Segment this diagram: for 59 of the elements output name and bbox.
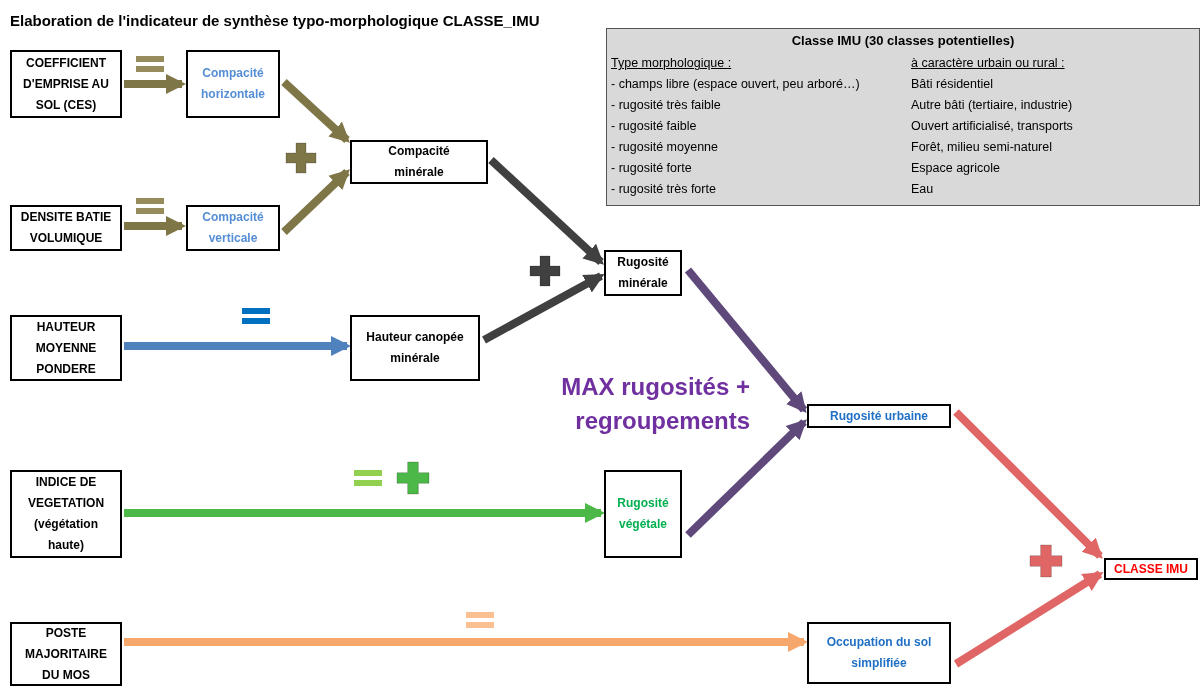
box-label: CLASSE IMU <box>1114 560 1188 578</box>
indicator-box <box>604 470 682 558</box>
box-label: COEFFICIENT D'EMPRISE AU SOL (CES) <box>22 54 110 114</box>
block-arrow <box>482 272 605 344</box>
indicator-box <box>10 470 122 558</box>
box-label: Compacité horizontale <box>200 65 266 103</box>
block-arrow <box>124 503 605 523</box>
indicator-box <box>604 250 682 296</box>
box-label: Compacité minérale <box>387 143 451 181</box>
box-label: POSTE MAJORITAIRE DU MOS <box>24 624 108 684</box>
class-item: Bâti résidentiel <box>911 76 994 94</box>
box-label: DENSITE BATIE VOLUMIQUE <box>19 209 113 247</box>
column-heading: à caractère urbain ou rural : <box>911 55 1066 73</box>
indicator-box <box>10 622 122 686</box>
indicator-box <box>1104 558 1198 580</box>
class-item: - rugosité faible <box>611 118 698 136</box>
block-arrow <box>281 79 350 143</box>
class-item: Forêt, milieu semi-naturel <box>911 139 1053 157</box>
box-label: HAUTEUR MOYENNE PONDERE <box>34 318 98 378</box>
class-item: Ouvert artificialisé, transports <box>911 118 1074 136</box>
block-arrow <box>124 216 186 236</box>
box-label: Compacité verticale <box>201 209 265 247</box>
legend-panel <box>606 28 1200 206</box>
indicator-box <box>807 622 951 684</box>
box-label: Occupation du sol simplifiée <box>825 634 933 672</box>
indicator-box <box>186 205 280 251</box>
block-arrow <box>953 409 1103 559</box>
block-arrow <box>124 336 351 356</box>
class-item: - rugosité moyenne <box>611 139 719 157</box>
indicator-box <box>350 315 480 381</box>
class-item: Espace agricole <box>911 160 1001 178</box>
box-label: INDICE DE VEGETATION (végétation haute) <box>26 474 106 554</box>
block-arrow <box>685 419 807 538</box>
class-item: - champs libre (espace ouvert, peu arboré…) <box>611 76 861 94</box>
class-item: Eau <box>911 181 935 199</box>
indicator-box <box>10 315 122 381</box>
block-arrow <box>488 157 604 265</box>
block-arrow <box>684 267 808 414</box>
class-item: - rugosité forte <box>611 160 693 178</box>
indicator-box <box>186 50 280 118</box>
indicator-box <box>10 205 122 251</box>
block-arrow <box>953 570 1104 668</box>
operation-label: MAX rugosités + regroupements <box>560 372 750 436</box>
block-arrow <box>281 169 350 235</box>
class-item: - rugosité très faible <box>611 97 722 115</box>
indicator-box <box>10 50 122 118</box>
class-item: Autre bâti (tertiaire, industrie) <box>911 97 1074 115</box>
indicator-box <box>807 404 951 428</box>
block-arrow <box>124 74 186 94</box>
block-arrow <box>124 632 808 652</box>
box-label: Hauteur canopée minérale <box>365 329 465 367</box>
box-label: Rugosité minérale <box>616 254 670 292</box>
box-label: Rugosité urbaine <box>830 407 928 425</box>
box-label: Rugosité végétale <box>616 495 670 533</box>
column-heading: Type morphologique : <box>611 55 733 73</box>
legend-heading: Classe IMU (30 classes potentielles) <box>790 33 1016 50</box>
indicator-box <box>350 140 488 184</box>
diagram-title: Elaboration de l'indicateur de synthèse typo-morphologique CLASSE_IMU <box>10 11 540 31</box>
class-item: - rugosité très forte <box>611 181 717 199</box>
